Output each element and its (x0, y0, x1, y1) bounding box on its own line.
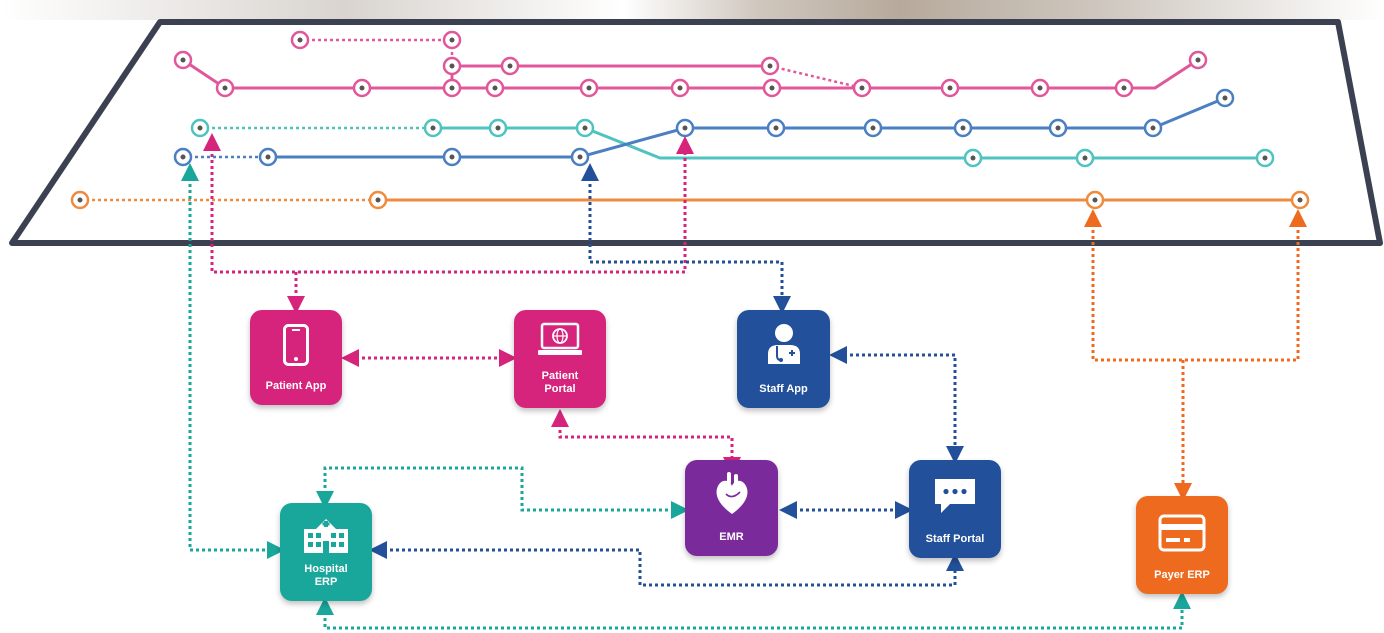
staff-app-label: Staff App (759, 383, 808, 395)
hospital-erp-label-line1: Hospital (304, 563, 348, 575)
emr-node[interactable]: EMR (685, 460, 778, 556)
laptop-globe-icon (538, 322, 582, 355)
payer-erp-label: Payer ERP (1154, 569, 1210, 581)
staff-portal-node[interactable]: Staff Portal (909, 460, 1001, 558)
header-photo-strip (0, 0, 1384, 20)
patient-portal-node[interactable]: Patient Portal (514, 310, 606, 408)
credit-card-icon (1158, 514, 1206, 552)
patient-portal-label-line2: Portal (544, 383, 576, 395)
patient-portal-label-line1: Patient (541, 370, 579, 382)
patient-portal-label: Patient Portal (514, 370, 606, 396)
heart-icon (716, 472, 747, 514)
journey-map-board (9, 19, 1383, 246)
chat-bubble-icon (935, 479, 975, 513)
hospital-erp-label: Hospital ERP (280, 563, 372, 589)
staff-portal-label: Staff Portal (925, 533, 985, 545)
smartphone-icon (283, 324, 309, 366)
patient-app-node[interactable]: Patient App (250, 310, 342, 405)
hospital-erp-label-line2: ERP (314, 576, 338, 588)
payer-erp-node[interactable]: Payer ERP (1136, 496, 1228, 594)
doctor-icon (767, 324, 800, 364)
staff-journey-stations-blue (173, 88, 1235, 167)
hospital-erp-node[interactable]: Hospital ERP (280, 503, 372, 601)
hospital-building-icon (304, 519, 348, 553)
staff-app-node[interactable]: Staff App (737, 310, 830, 408)
payer-journey-stations (70, 190, 1310, 210)
emr-label: EMR (719, 531, 744, 543)
patient-app-label: Patient App (265, 380, 327, 392)
